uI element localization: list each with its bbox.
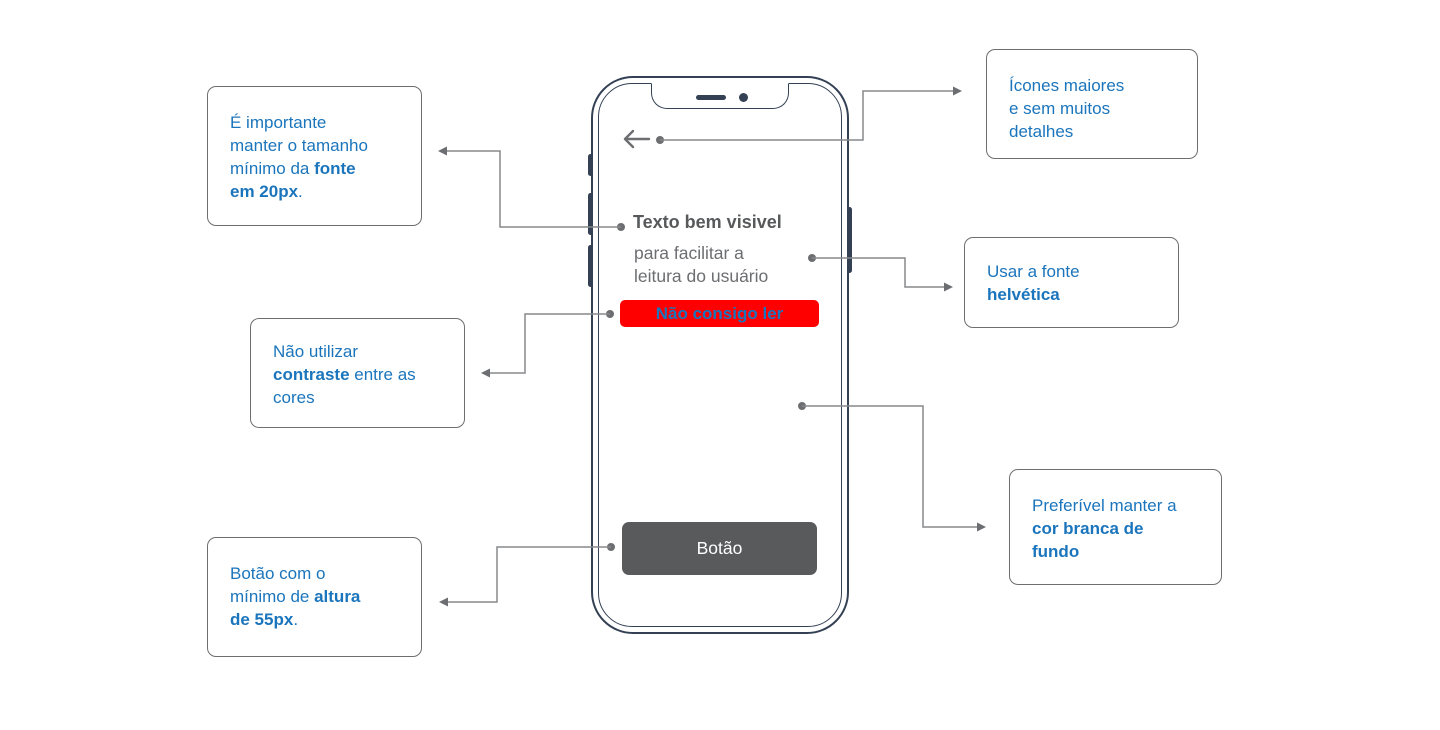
- power-button: [847, 207, 852, 273]
- screen-body-text: para facilitar a leitura do usuário: [634, 243, 769, 286]
- speaker-grille: [696, 94, 726, 100]
- low-contrast-banner: Não consigo ler: [620, 300, 819, 327]
- callout-background: Preferível manter a cor branca de fundo: [1009, 469, 1222, 585]
- front-camera-icon: [739, 92, 748, 102]
- back-arrow-icon[interactable]: [621, 128, 651, 150]
- phone-screen: Texto bem visivel para facilitar a leitu…: [598, 82, 842, 627]
- callout-icons: Ícones maiores e sem muitos detalhes: [986, 49, 1198, 159]
- screen-heading: Texto bem visivel: [633, 212, 782, 232]
- botao-button[interactable]: Botão: [622, 522, 817, 575]
- connector-button-height: [439, 543, 615, 607]
- mute-switch: [588, 154, 593, 176]
- volume-up-button: [588, 193, 593, 235]
- phone-frame: Texto bem visivel para facilitar a leitu…: [588, 76, 852, 634]
- callout-font-family: Usar a fonte helvética: [964, 237, 1179, 328]
- callout-font-size: É importante manter o tamanho mínimo da …: [207, 86, 422, 226]
- volume-down-button: [588, 245, 593, 287]
- phone-notch: [651, 82, 789, 109]
- callout-button-height: Botão com o mínimo de altura de 55px.: [207, 537, 422, 657]
- callout-contrast: Não utilizar contraste entre as cores: [250, 318, 465, 428]
